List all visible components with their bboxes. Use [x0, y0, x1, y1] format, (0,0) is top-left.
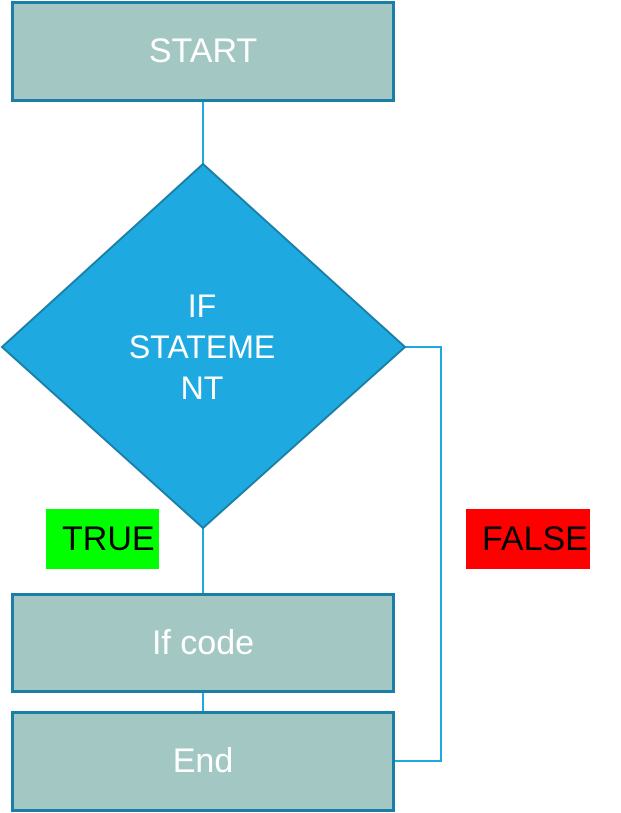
- if-code-node: If code: [11, 593, 395, 693]
- end-label: End: [172, 742, 234, 780]
- decision-node: IF STATEME NT: [0, 162, 408, 532]
- connector-false-branch: [394, 346, 442, 762]
- if-code-label: If code: [151, 623, 255, 662]
- decision-label-line-1: IF: [187, 287, 217, 324]
- decision-label-line-2: STATEME: [128, 328, 276, 365]
- start-node: START: [11, 1, 395, 102]
- decision-label-line-3: NT: [180, 369, 224, 406]
- start-label: START: [148, 32, 258, 70]
- true-branch-label: TRUE: [46, 509, 159, 569]
- decision-label: IF STATEME NT: [100, 282, 304, 412]
- decision-diamond-shape: [0, 162, 407, 530]
- end-node: End: [11, 711, 395, 812]
- false-branch-label: FALSE: [466, 509, 590, 569]
